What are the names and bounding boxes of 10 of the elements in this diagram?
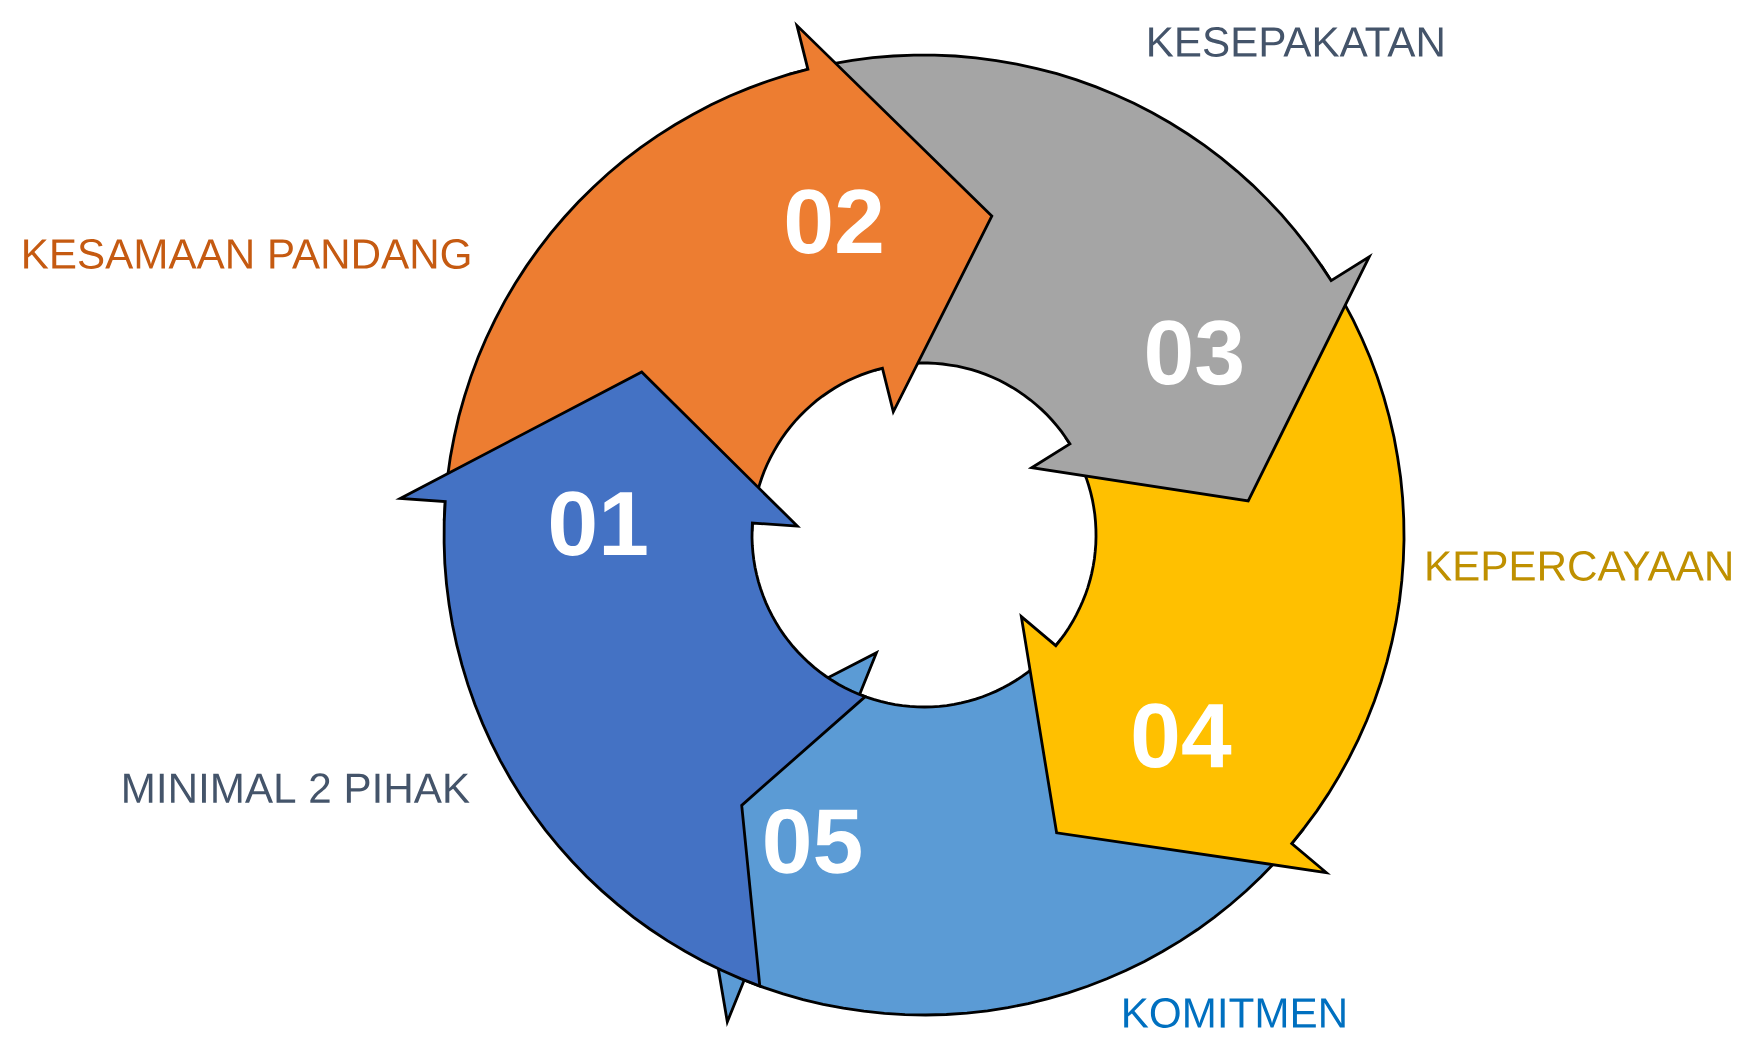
step-number: 04 [1133, 703, 1232, 769]
step-number: 02 [786, 189, 882, 254]
step-label: KESAMAAN PANDANG [24, 239, 470, 269]
step-number: 05 [765, 808, 861, 874]
step-label: KESEPAKATAN [1149, 27, 1443, 57]
step-label: MINIMAL 2 PIHAK [124, 773, 470, 803]
step-label: KOMITMEN [1124, 998, 1345, 1028]
step-label: KEPERCAYAAN [1427, 551, 1731, 581]
step-number: 01 [551, 491, 647, 556]
step-number: 03 [1147, 320, 1242, 386]
